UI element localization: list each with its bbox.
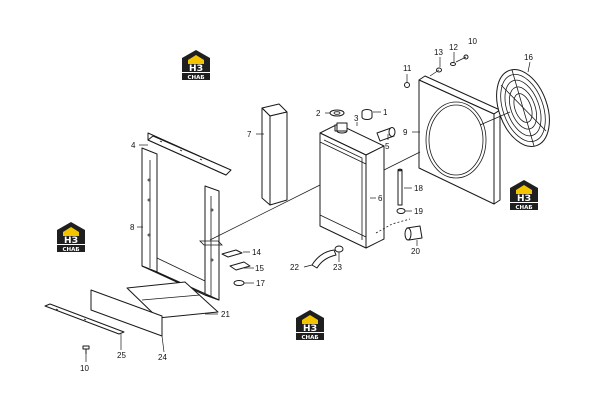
- callout-4: 4: [131, 141, 136, 150]
- watermark-logo-bottom: НЗ СНАБ: [296, 310, 324, 341]
- callout-9: 9: [403, 128, 408, 137]
- assembly-lines: [209, 56, 511, 241]
- part-21-bottom-plate: [126, 281, 219, 319]
- part-18-tube: [397, 168, 403, 206]
- part-19-clamp: [396, 208, 406, 214]
- callout-23: 23: [333, 263, 342, 272]
- callout-labels: 1 2 3 4 5 6 7 8 9 10 10 11 12 13 14 15 1…: [80, 37, 533, 373]
- part-7-column: [261, 103, 288, 206]
- watermark-logo-top: НЗ СНАБ: [182, 50, 210, 81]
- callout-5: 5: [385, 142, 390, 151]
- callout-17: 17: [256, 279, 265, 288]
- svg-text:СНАБ: СНАБ: [62, 247, 79, 253]
- part-15-bracket: [229, 261, 251, 271]
- part-9-fan-shroud: [418, 75, 501, 205]
- svg-text:СНАБ: СНАБ: [515, 205, 532, 211]
- callout-10-bottom: 10: [80, 364, 89, 373]
- callout-19: 19: [414, 207, 423, 216]
- svg-text:НЗ: НЗ: [64, 236, 78, 246]
- part-22-hose: [311, 249, 337, 269]
- svg-text:НЗ: НЗ: [517, 194, 531, 204]
- part-3-filler-neck: [336, 122, 348, 134]
- callout-6: 6: [378, 194, 383, 203]
- callout-18: 18: [414, 184, 423, 193]
- callout-1: 1: [383, 108, 388, 117]
- callout-24: 24: [158, 353, 167, 362]
- callout-20: 20: [411, 247, 420, 256]
- part-1-cap: [361, 109, 373, 120]
- part-5-hose-coupling: [376, 127, 396, 142]
- part-17-grommet: [233, 280, 245, 286]
- part-14-plate: [221, 249, 243, 258]
- part-2-gasket: [329, 109, 345, 117]
- watermark-logo-right: НЗ СНАБ: [510, 180, 538, 211]
- watermark-logo-left: НЗ СНАБ: [57, 222, 85, 253]
- callout-3: 3: [354, 114, 359, 123]
- callout-7: 7: [247, 130, 252, 139]
- callout-15: 15: [255, 264, 264, 273]
- callout-21: 21: [221, 310, 230, 319]
- callout-14: 14: [252, 248, 261, 257]
- part-16-fan-guard: [496, 69, 550, 147]
- callout-22: 22: [290, 263, 299, 272]
- part-4-top-bracket: [147, 132, 232, 176]
- callout-2: 2: [316, 109, 321, 118]
- part-10-bolt-bottom: [82, 345, 90, 354]
- part-12-washer: [450, 62, 456, 66]
- part-6-radiator: [319, 123, 385, 249]
- part-8-frame: [141, 147, 223, 301]
- callout-10-top: 10: [468, 37, 477, 46]
- svg-text:НЗ: НЗ: [189, 64, 203, 74]
- callout-13: 13: [434, 48, 443, 57]
- part-23-clamp: [334, 245, 344, 253]
- callout-12: 12: [449, 43, 458, 52]
- leader-lines: [85, 52, 531, 362]
- svg-text:СНАБ: СНАБ: [301, 335, 318, 341]
- callout-16: 16: [524, 53, 533, 62]
- callout-25: 25: [117, 351, 126, 360]
- part-11-bolt: [404, 82, 410, 88]
- svg-text:НЗ: НЗ: [303, 324, 317, 334]
- callout-11: 11: [403, 64, 412, 73]
- svg-text:СНАБ: СНАБ: [187, 75, 204, 81]
- part-20-sleeve: [404, 225, 423, 241]
- part-25-strip: [44, 303, 125, 335]
- callout-8: 8: [130, 223, 135, 232]
